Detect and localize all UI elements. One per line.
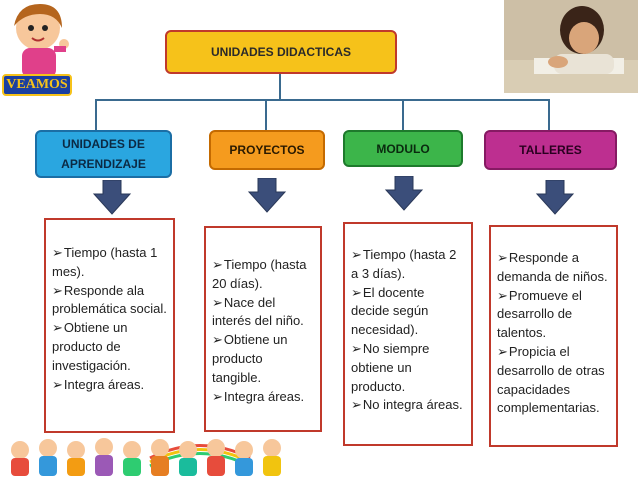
- list-item: Nace del interés del niño.: [212, 294, 314, 332]
- connector-branch-1: [95, 99, 97, 130]
- branch-unidades-aprendizaje: UNIDADES DE APRENDIZAJE: [35, 130, 172, 178]
- list-item: Responde a demanda de niños.: [497, 249, 610, 287]
- children-clipart-strip: [0, 428, 300, 479]
- list-item: Responde ala problemática social.: [52, 282, 167, 320]
- veamos-badge: VEAMOS: [2, 74, 72, 96]
- list-item: No integra áreas.: [351, 396, 465, 415]
- detail-proyectos: Tiempo (hasta 20 días). Nace del interés…: [204, 226, 322, 432]
- root-node: UNIDADES DIDACTICAS: [165, 30, 397, 74]
- detail-modulo: Tiempo (hasta 2 a 3 días). El docente de…: [343, 222, 473, 446]
- list-item: Obtiene un producto tangible.: [212, 331, 314, 387]
- arrow-down-icon: [247, 178, 287, 213]
- list-item: Promueve el desarrollo de talentos.: [497, 287, 610, 343]
- connector-root: [279, 74, 281, 100]
- connector-branch-4: [548, 99, 550, 130]
- list-item: Obtiene un producto de investigación.: [52, 319, 167, 375]
- arrow-down-icon: [384, 176, 424, 211]
- arrow-down-icon: [535, 180, 575, 215]
- list-item: Tiempo (hasta 20 días).: [212, 256, 314, 294]
- list-item: Integra áreas.: [212, 388, 314, 407]
- list-item: Integra áreas.: [52, 376, 167, 395]
- connector-branch-2: [265, 99, 267, 130]
- detail-talleres: Responde a demanda de niños. Promueve el…: [489, 225, 618, 447]
- list-item: Tiempo (hasta 1 mes).: [52, 244, 167, 282]
- branch-modulo: MODULO: [343, 130, 463, 167]
- cartoon-girl-logo: [0, 0, 80, 100]
- list-item: Propicia el desarrollo de otras capacida…: [497, 343, 610, 418]
- list-item: Tiempo (hasta 2 a 3 días).: [351, 246, 465, 284]
- branch-talleres: TALLERES: [484, 130, 617, 170]
- list-item: El docente decide según necesidad).: [351, 284, 465, 340]
- list-item: No siempre obtiene un producto.: [351, 340, 465, 396]
- connector-branch-3: [402, 99, 404, 130]
- detail-unidades-aprendizaje: Tiempo (hasta 1 mes). Responde ala probl…: [44, 218, 175, 433]
- arrow-down-icon: [92, 180, 132, 215]
- branch-proyectos: PROYECTOS: [209, 130, 325, 170]
- student-writing-photo: [504, 0, 638, 93]
- connector-horizontal: [95, 99, 550, 101]
